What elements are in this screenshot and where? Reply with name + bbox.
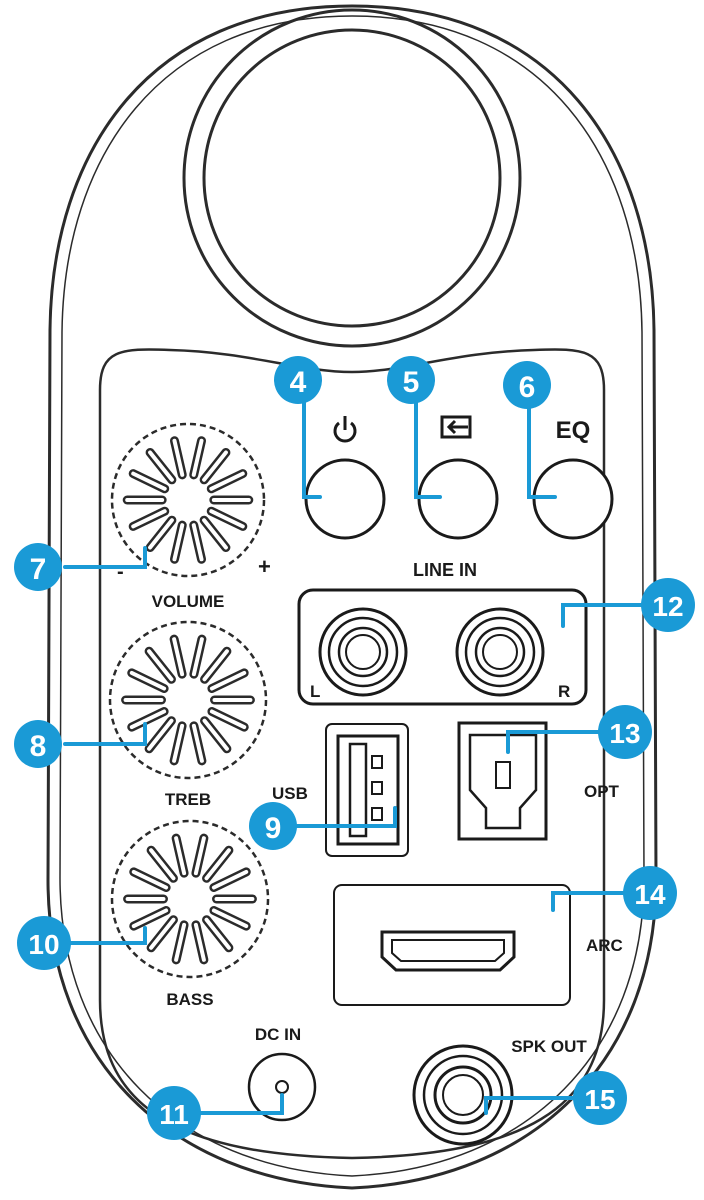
svg-text:9: 9 — [265, 812, 282, 845]
knob-ridge-inner — [131, 471, 167, 491]
knob-ridge-inner — [209, 709, 247, 730]
callout-15: 15 — [573, 1071, 627, 1125]
callout-7: 7 — [14, 543, 62, 591]
knob-ridge-inner — [191, 723, 204, 763]
callout-10: 10 — [17, 916, 71, 970]
usb-label: USB — [272, 784, 308, 803]
bass-port-inner — [202, 28, 502, 328]
knob-ridge-inner — [172, 523, 185, 562]
power-icon — [333, 416, 357, 443]
knob-ridge-inner — [209, 471, 245, 491]
knob-ridge-inner — [172, 723, 185, 763]
svg-text:4: 4 — [290, 366, 307, 399]
knob-ridge-inner — [204, 917, 231, 950]
callout-11: 11 — [147, 1086, 201, 1140]
rca-jack-left[interactable] — [318, 607, 408, 697]
treble-knob[interactable] — [108, 620, 268, 780]
hdmi-panel — [333, 884, 571, 1006]
knob-ridge-inner — [211, 869, 249, 890]
hdmi-port[interactable] — [380, 930, 516, 972]
knob-ridge-inner — [172, 438, 185, 477]
knob-ridge-inner — [211, 908, 249, 929]
knob-ridge-inner — [209, 670, 247, 691]
knob-ridge-inner — [209, 509, 245, 529]
speaker-body-outline — [46, 4, 658, 1190]
bass-port-outer — [182, 8, 522, 348]
svg-text:6: 6 — [519, 371, 536, 404]
eq-label: EQ — [556, 417, 591, 444]
svg-text:10: 10 — [28, 929, 59, 960]
callout-13: 13 — [598, 705, 652, 759]
volume-plus-label: + — [258, 554, 271, 579]
knob-ridge-inner — [202, 718, 229, 751]
knob-ridge-inner — [172, 637, 185, 677]
knob-ridge-inner — [174, 922, 187, 962]
knob-ridge-inner — [131, 509, 167, 529]
line-in-left-label: L — [310, 682, 320, 701]
line-in-label: LINE IN — [413, 560, 477, 580]
knob-ridge-inner — [204, 848, 231, 881]
svg-text:11: 11 — [159, 1099, 189, 1130]
knob-ridge-inner — [193, 836, 206, 876]
knob-ridge-inner — [149, 848, 176, 881]
knob-ridge-inner — [129, 709, 167, 730]
knob-ridge-inner — [148, 450, 174, 482]
spk-out-jack[interactable] — [412, 1044, 514, 1146]
knob-ridge-inner — [202, 649, 229, 682]
knob-ridge-inner — [191, 523, 204, 562]
line-in-panel — [297, 588, 588, 706]
speaker-body-inner-outline — [59, 15, 645, 1177]
knob-ridge-inner — [147, 649, 174, 682]
callout-6: 6 — [503, 361, 551, 409]
optical-label: OPT — [584, 782, 620, 801]
dc-in-label: DC IN — [255, 1025, 301, 1044]
svg-text:5: 5 — [403, 366, 420, 399]
knob-ridge-inner — [131, 869, 169, 890]
spk-out-label: SPK OUT — [511, 1037, 587, 1056]
usb-port[interactable] — [325, 723, 409, 857]
bass-label: BASS — [166, 990, 213, 1009]
callout-14: 14 — [623, 866, 677, 920]
knob-ridge-inner — [147, 718, 174, 751]
rca-jack-right[interactable] — [455, 607, 545, 697]
optical-port[interactable] — [457, 721, 548, 841]
knob-ridge-inner — [149, 917, 176, 950]
callout-4: 4 — [274, 356, 322, 404]
input-source-icon — [440, 415, 472, 439]
volume-minus-label: - — [117, 561, 124, 583]
knob-ridge-inner — [131, 908, 169, 929]
knob-ridge-inner — [191, 637, 204, 677]
svg-text:7: 7 — [30, 553, 47, 586]
knob-ridge-inner — [129, 670, 167, 691]
knob-ridge-inner — [174, 836, 187, 876]
knob-ridge-inner — [148, 518, 174, 550]
dc-in-jack[interactable] — [247, 1052, 317, 1122]
arc-label: ARC — [586, 936, 623, 955]
callout-leader-lines — [63, 393, 644, 1115]
knob-ridge-inner — [193, 922, 206, 962]
svg-text:13: 13 — [609, 718, 640, 749]
control-panel-outline — [98, 348, 606, 1160]
svg-text:8: 8 — [30, 730, 47, 763]
line-in-right-label: R — [558, 682, 570, 701]
volume-knob[interactable] — [110, 422, 266, 578]
callout-5: 5 — [387, 356, 435, 404]
callout-8: 8 — [14, 720, 62, 768]
svg-text:15: 15 — [584, 1084, 615, 1115]
callout-12: 12 — [641, 578, 695, 632]
callout-9: 9 — [249, 802, 297, 850]
volume-label: VOLUME — [152, 592, 225, 611]
svg-text:12: 12 — [652, 591, 683, 622]
knob-ridge-inner — [191, 438, 204, 477]
knob-ridge-inner — [202, 450, 228, 482]
treble-label: TREB — [165, 790, 211, 809]
knob-ridge-inner — [202, 518, 228, 550]
svg-text:14: 14 — [634, 879, 666, 910]
bass-knob[interactable] — [110, 819, 270, 979]
